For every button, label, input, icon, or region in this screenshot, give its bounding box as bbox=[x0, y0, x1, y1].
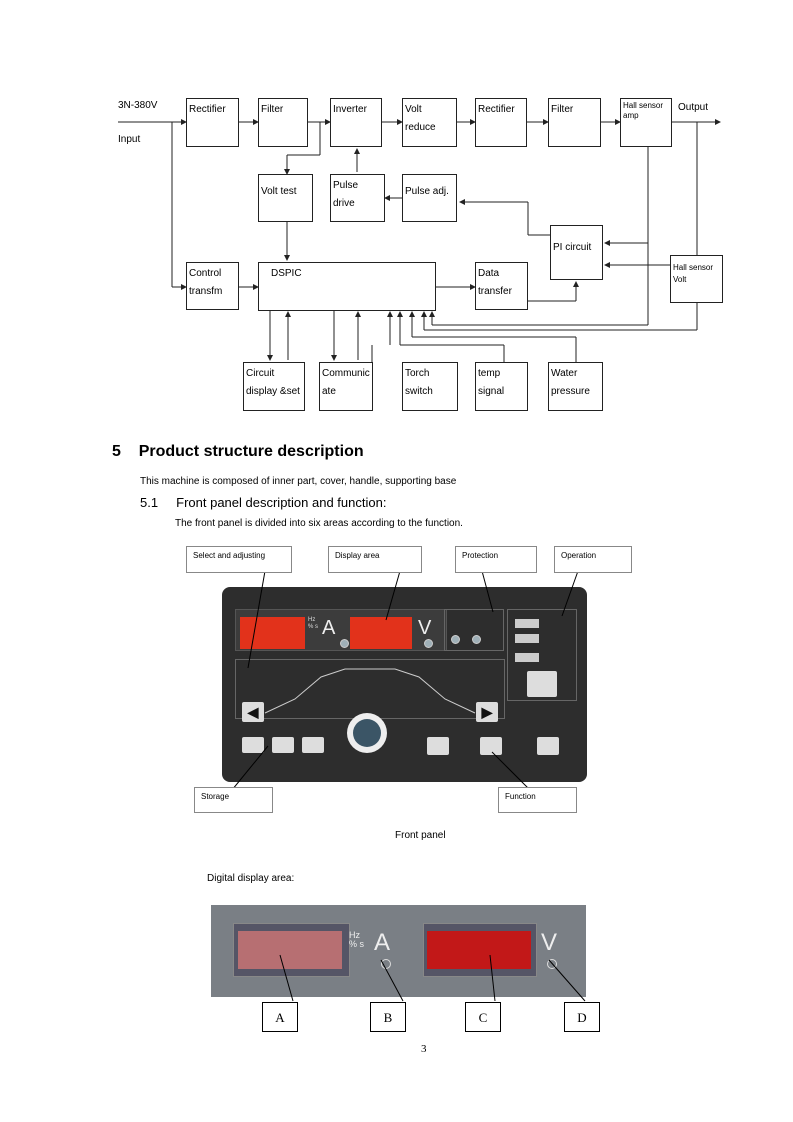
v-indicator bbox=[424, 639, 433, 648]
right-display-window bbox=[427, 931, 531, 969]
operation-mode-button[interactable] bbox=[527, 671, 557, 697]
block-inverter: Inverter bbox=[330, 98, 382, 147]
right-arrow-button[interactable]: ▶ bbox=[476, 702, 498, 722]
section-intro: This machine is composed of inner part, … bbox=[140, 476, 457, 487]
section-title: Product structure description bbox=[138, 443, 364, 460]
function-button[interactable] bbox=[480, 737, 502, 755]
protection-led-2 bbox=[472, 635, 481, 644]
operation-icon-3 bbox=[515, 653, 539, 662]
diagram-wires bbox=[118, 119, 721, 411]
protection-led-1 bbox=[451, 635, 460, 644]
a-indicator-led bbox=[381, 959, 391, 969]
block-filter-2: Filter bbox=[548, 98, 601, 147]
v-indicator-led bbox=[547, 959, 557, 969]
block-hall-sensor-volt: Hall sensor Volt bbox=[670, 255, 723, 303]
a-indicator bbox=[340, 639, 349, 648]
block-torch-switch: Torch switch bbox=[402, 362, 458, 411]
callout-operation: Operation bbox=[554, 546, 632, 573]
block-communicate: Communic ate bbox=[319, 362, 373, 411]
callout-storage: Storage bbox=[194, 787, 273, 813]
input-voltage-label: 3N-380V bbox=[118, 100, 158, 111]
block-pulse-adj: Pulse adj. bbox=[402, 174, 457, 222]
callout-select-adjusting: Select and adjusting bbox=[186, 546, 292, 573]
front-panel-image: Hz % s A V ◀ ▶ bbox=[222, 587, 587, 782]
block-volt-reduce: Volt reduce bbox=[402, 98, 457, 147]
display-unit-a: A bbox=[374, 929, 391, 956]
current-display bbox=[240, 617, 305, 649]
output-label: Output bbox=[678, 102, 709, 113]
callout-function: Function bbox=[498, 787, 577, 813]
block-pi-circuit: PI circuit bbox=[550, 225, 603, 280]
label-c: C bbox=[465, 1002, 501, 1032]
label-a: A bbox=[262, 1002, 298, 1032]
unit-a-label: A bbox=[322, 617, 336, 639]
subsection-number: 5.1 bbox=[140, 495, 159, 510]
display-units-label: Hz % s bbox=[349, 930, 365, 949]
digital-display-image: Hz % s A V bbox=[211, 905, 586, 997]
block-control-transfm: Control transfm bbox=[186, 262, 239, 310]
parameter-curve bbox=[264, 668, 476, 714]
adjust-knob-center bbox=[353, 719, 381, 747]
callout-protection: Protection bbox=[455, 546, 537, 573]
operation-icon-2 bbox=[515, 634, 539, 643]
block-hall-sensor-amp: Hall sensor amp bbox=[620, 98, 672, 147]
operation-area bbox=[507, 609, 577, 701]
label-b: B bbox=[370, 1002, 406, 1032]
storage-button[interactable] bbox=[272, 737, 294, 753]
input-label: Input bbox=[118, 134, 141, 145]
block-data-transfer: Data transfer bbox=[475, 262, 528, 310]
gas-control-button[interactable] bbox=[537, 737, 559, 755]
block-water-pressure: Water pressure bbox=[548, 362, 603, 411]
left-display-window bbox=[238, 931, 342, 969]
front-panel-caption: Front panel bbox=[395, 830, 446, 841]
block-rectifier-1: Rectifier bbox=[186, 98, 239, 147]
block-rectifier-2: Rectifier bbox=[475, 98, 527, 147]
block-temp-signal: temp signal bbox=[475, 362, 528, 411]
display-area-heading: Digital display area: bbox=[207, 873, 295, 884]
block-volt-test: Volt test bbox=[258, 174, 313, 222]
pulse-current-button[interactable] bbox=[427, 737, 449, 755]
left-arrow-button[interactable]: ◀ bbox=[242, 702, 264, 722]
protection-area bbox=[444, 609, 504, 651]
label-d: D bbox=[564, 1002, 600, 1032]
voltage-display bbox=[350, 617, 412, 649]
page-number: 3 bbox=[421, 1043, 427, 1055]
callout-display-area: Display area bbox=[328, 546, 422, 573]
section-heading: 5 Product structure description bbox=[112, 443, 364, 461]
block-pulse-drive: Pulse drive bbox=[330, 174, 385, 222]
subsection-title: Front panel description and function: bbox=[176, 495, 387, 510]
units-label: Hz % s bbox=[308, 617, 319, 630]
block-circuit-display: Circuit display &set bbox=[243, 362, 305, 411]
block-dspic: DSPIC bbox=[258, 262, 436, 311]
call-button[interactable] bbox=[302, 737, 324, 753]
block-filter-1: Filter bbox=[258, 98, 308, 147]
section-number: 5 bbox=[112, 443, 121, 460]
subsection-intro: The front panel is divided into six area… bbox=[175, 518, 463, 529]
unit-v-label: V bbox=[418, 617, 432, 639]
recall-button[interactable] bbox=[242, 737, 264, 753]
operation-icon-1 bbox=[515, 619, 539, 628]
subsection-heading: 5.1 Front panel description and function… bbox=[140, 495, 386, 510]
display-unit-v: V bbox=[541, 929, 558, 956]
